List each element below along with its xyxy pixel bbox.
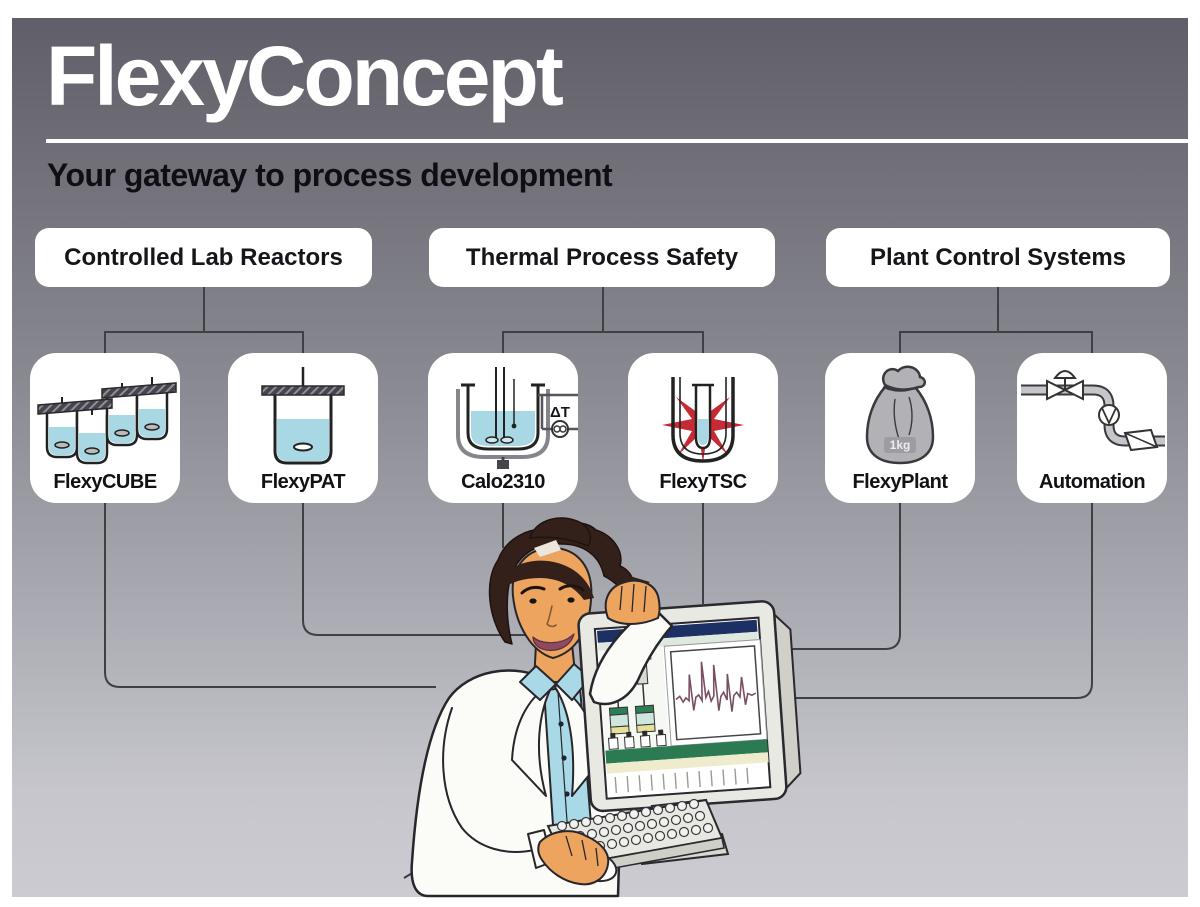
product-tile-calo2310: ΔT Calo2310 xyxy=(428,353,578,503)
category-label: Thermal Process Safety xyxy=(465,243,739,271)
screen-trend-curve xyxy=(675,661,757,712)
page-title: FlexyConcept xyxy=(46,29,564,123)
computer-monitor-illustration xyxy=(577,600,802,813)
right-arm-on-monitor xyxy=(588,579,674,706)
page-subtitle: Your gateway to process development xyxy=(47,157,613,193)
product-label: Calo2310 xyxy=(461,471,545,493)
bag-knot xyxy=(881,365,926,391)
eyebrow-right xyxy=(558,584,585,592)
title-underline xyxy=(46,139,1188,143)
bag-weight-annotation: 1kg xyxy=(890,438,911,452)
screen-chart-border xyxy=(669,645,762,741)
flexyplant-material-bag-icon: 1kg xyxy=(865,365,935,465)
category-box-controlled-lab-reactors: Controlled Lab Reactors xyxy=(35,228,372,287)
flexycube-parallel-reactors-icon xyxy=(37,377,177,465)
shirt-button xyxy=(561,755,567,761)
flexypat-reactor-icon xyxy=(261,367,345,465)
screen-bottom-ticks xyxy=(614,767,749,794)
category-label: Plant Control Systems xyxy=(869,243,1127,271)
delta-t-annotation: ΔT xyxy=(550,404,570,421)
category-box-thermal-process-safety: Thermal Process Safety xyxy=(429,228,775,287)
coat-lapel-right xyxy=(552,683,599,797)
product-tile-flexyplant: 1kg FlexyPlant xyxy=(825,353,975,503)
automation-piping-icon xyxy=(1021,370,1165,452)
product-label: FlexyCUBE xyxy=(53,471,157,493)
hair-bangs xyxy=(500,560,594,600)
product-label: FlexyTSC xyxy=(659,471,747,493)
product-tile-flexycube: FlexyCUBE xyxy=(30,353,180,503)
screen-green-bar xyxy=(605,739,768,764)
hair-bun xyxy=(529,517,592,547)
category-box-plant-control-systems: Plant Control Systems xyxy=(826,228,1170,287)
eyebrow-left xyxy=(520,585,546,595)
flexytsc-test-cell-icon xyxy=(662,377,744,463)
eye-left xyxy=(529,598,537,604)
category-label: Controlled Lab Reactors xyxy=(64,243,343,271)
nose-line xyxy=(546,605,557,628)
eye-right xyxy=(567,597,575,603)
product-label: Automation xyxy=(1038,471,1146,493)
product-label: FlexyPlant xyxy=(852,471,948,493)
product-label: FlexyPAT xyxy=(260,471,346,493)
shirt-button xyxy=(564,791,570,797)
coat-left-sleeve-line xyxy=(442,707,535,853)
product-tile-automation: Automation xyxy=(1017,353,1167,503)
shirt-button xyxy=(558,721,564,727)
screen-sample-vials xyxy=(607,729,667,750)
calo2310-calorimeter-icon: ΔT xyxy=(456,367,578,469)
left-hand-on-mouse xyxy=(537,830,610,886)
connector-lines xyxy=(104,285,1093,699)
product-tile-flexytsc: FlexyTSC xyxy=(628,353,778,503)
product-tile-flexypat: FlexyPAT xyxy=(228,353,378,503)
mouth-smile xyxy=(532,633,575,652)
coat-lapel-left xyxy=(511,683,554,797)
screen-status-row xyxy=(606,752,769,774)
hair-shine xyxy=(534,540,561,557)
